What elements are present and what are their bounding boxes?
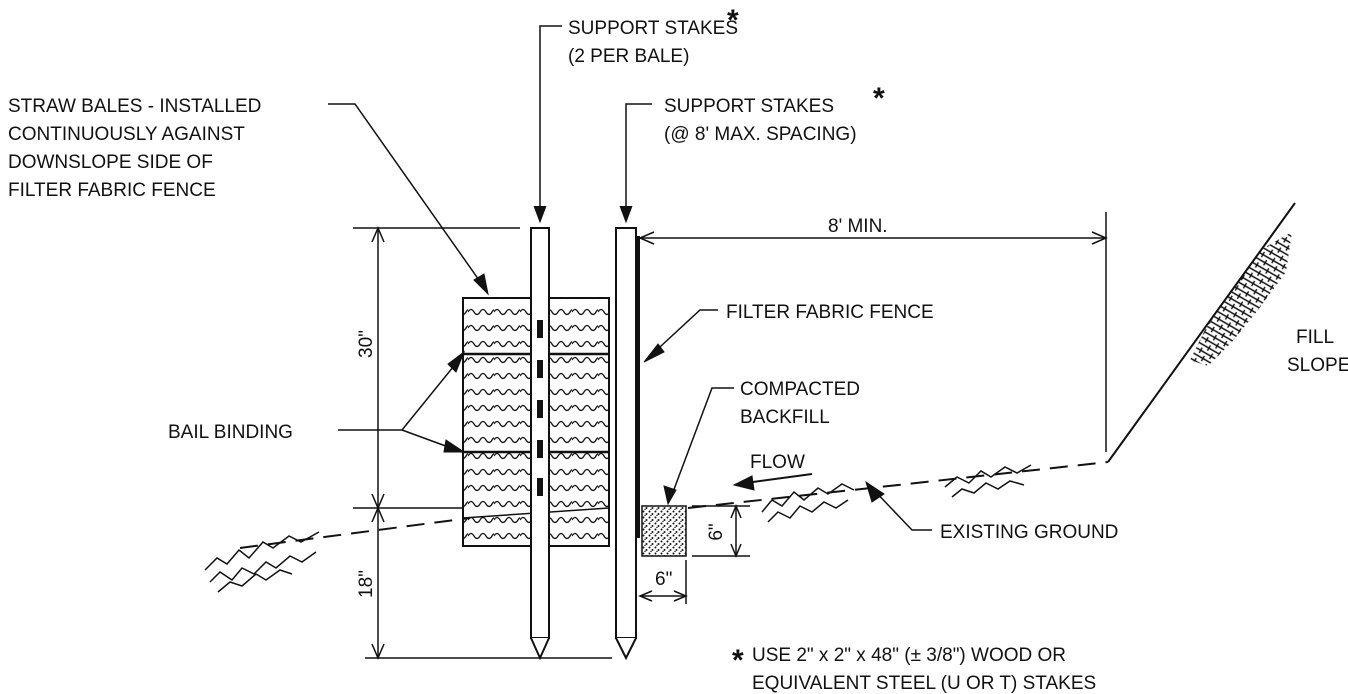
slope-distance-dim: 8' MIN. xyxy=(828,216,888,237)
flow-arrow xyxy=(732,473,813,491)
support-stakes-1-label: SUPPORT STAKES xyxy=(568,18,738,39)
backfill-depth-dim: 6" xyxy=(706,523,727,540)
note-asterisk: * xyxy=(732,644,744,677)
existing-ground-line-right xyxy=(687,461,1109,509)
fill-slope-label-1: FILL xyxy=(1296,327,1334,348)
note-line-1: USE 2" x 2" x 48" (± 3/8") WOOD OR xyxy=(752,645,1066,666)
straw-bales-label-4: FILTER FABRIC FENCE xyxy=(8,180,216,201)
bail-binding-label: BAIL BINDING xyxy=(168,422,293,443)
asterisk-1: * xyxy=(727,4,739,37)
existing-ground-line-left xyxy=(239,517,471,549)
existing-ground-label: EXISTING GROUND xyxy=(940,522,1118,543)
dim-8-min xyxy=(638,212,1108,452)
support-stakes-1-sub: (2 PER BALE) xyxy=(568,46,689,67)
leader-existing-ground xyxy=(865,480,932,531)
filter-fabric-label: FILTER FABRIC FENCE xyxy=(726,302,934,323)
straw-bales-label-3: DOWNSLOPE SIDE OF xyxy=(8,152,213,173)
leader-filter-fabric xyxy=(643,309,718,363)
support-stake-bale xyxy=(530,227,550,661)
dim-backfill-depth xyxy=(692,504,750,558)
ground-hatch-right xyxy=(944,464,1032,498)
backfill-width-dim: 6" xyxy=(655,569,672,590)
dim-backfill-width xyxy=(638,560,688,604)
support-stakes-2-sub: (@ 8' MAX. SPACING) xyxy=(664,124,857,145)
ground-hatch-left xyxy=(204,531,320,593)
straw-bales-label-1: STRAW BALES - INSTALLED xyxy=(8,96,261,117)
flow-label: FLOW xyxy=(750,452,805,473)
note-line-2: EQUIVALENT STEEL (U OR T) STAKES xyxy=(752,673,1096,694)
compacted-backfill-label-2: BACKFILL xyxy=(740,407,830,428)
compacted-backfill xyxy=(641,505,687,557)
embed-depth-dim: 18" xyxy=(356,570,377,598)
fill-slope-label-2: SLOPE xyxy=(1287,355,1348,376)
leader-bail-binding xyxy=(338,350,466,453)
leader-compacted-backfill xyxy=(663,387,734,506)
fill-slope-hatch xyxy=(1190,232,1292,366)
compacted-backfill-label-1: COMPACTED xyxy=(740,379,860,400)
leader-support-stakes-1 xyxy=(533,25,562,224)
straw-bales-label-2: CONTINUOUSLY AGAINST xyxy=(8,124,245,145)
fill-slope-line xyxy=(1107,202,1296,463)
asterisk-2: * xyxy=(873,82,885,115)
leader-straw-bales xyxy=(328,103,489,296)
dim-30 xyxy=(353,226,520,510)
leader-support-stakes-2 xyxy=(619,103,652,224)
bale-height-dim: 30" xyxy=(356,330,377,358)
ground-hatch-mid xyxy=(761,483,855,523)
dim-18 xyxy=(353,506,612,660)
support-stake-fence xyxy=(615,227,640,661)
support-stakes-2-label: SUPPORT STAKES xyxy=(664,96,834,117)
